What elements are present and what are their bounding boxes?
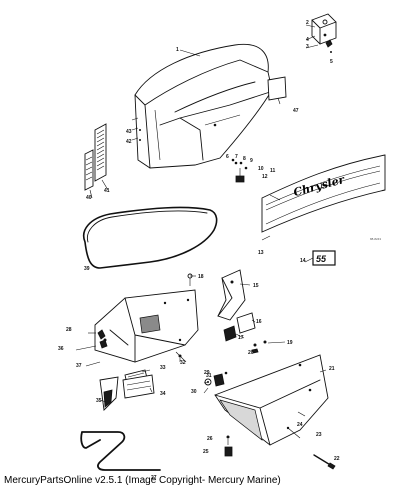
latch-bracket — [311, 13, 337, 53]
seal-17 — [223, 325, 237, 342]
callout-37: 37 — [76, 363, 82, 369]
chrysler-decal: Chrysler — [261, 154, 386, 233]
bolt-22 — [313, 454, 336, 470]
callout-23: 23 — [316, 432, 322, 438]
callout-32: 32 — [180, 360, 186, 366]
callout-35: 35 — [96, 398, 102, 404]
callout-26: 26 — [207, 436, 213, 442]
small-hardware-lower — [224, 426, 301, 457]
callout-11: 11 — [270, 168, 276, 174]
callout-18: 18 — [198, 274, 204, 280]
grille-parts — [84, 123, 107, 191]
callout-14: 14 — [300, 258, 306, 264]
callout-36: 36 — [58, 346, 64, 352]
top-cowl — [134, 43, 273, 169]
callout-15: 15 — [253, 283, 259, 289]
diagram-code: 88-8243 — [370, 237, 382, 241]
callout-5: 5 — [330, 59, 333, 65]
vent-parts — [99, 374, 155, 411]
callout-22: 22 — [334, 456, 340, 462]
footer-copyright: MercuryPartsOnline v2.5.1 (Image Copyrig… — [4, 475, 281, 486]
callout-20: 20 — [248, 350, 254, 356]
lower-pan-left — [94, 289, 199, 363]
cowl-seal — [83, 206, 218, 269]
callout-34: 34 — [160, 391, 166, 397]
callout-7: 7 — [235, 154, 238, 160]
callout-39: 39 — [84, 266, 90, 272]
callout-9: 9 — [250, 158, 253, 164]
callout-41: 41 — [104, 188, 110, 194]
callout-1: 1 — [176, 47, 179, 53]
callout-40: 40 — [86, 195, 92, 201]
callout-31: 31 — [206, 373, 212, 379]
screws-18-20 — [187, 273, 267, 354]
lower-pan-right — [214, 354, 329, 446]
callout-24: 24 — [297, 422, 303, 428]
callout-17: 17 — [238, 335, 244, 341]
callout-27: 27 — [151, 475, 157, 481]
callout-28: 28 — [66, 327, 72, 333]
leader-lines — [75, 24, 327, 417]
hp-badge: 55 — [312, 250, 336, 266]
callout-21: 21 — [329, 366, 335, 372]
plate-47 — [267, 76, 287, 101]
hp-badge-text: 55 — [316, 254, 327, 264]
bracket-15 — [217, 269, 246, 321]
callout-19: 19 — [287, 340, 293, 346]
callout-3: 3 — [306, 44, 309, 50]
callout-8: 8 — [243, 156, 246, 162]
callout-47: 47 — [293, 108, 299, 114]
callout-25: 25 — [203, 449, 209, 455]
callout-4: 4 — [306, 37, 309, 43]
callout-6: 6 — [226, 154, 229, 160]
callout-43: 43 — [126, 129, 132, 135]
callout-30: 30 — [191, 389, 197, 395]
callout-2: 2 — [306, 20, 309, 26]
callout-33: 33 — [160, 365, 166, 371]
callout-13: 13 — [258, 250, 264, 256]
seal-16 — [236, 312, 256, 334]
callout-16: 16 — [256, 319, 262, 325]
small-hardware-upper — [231, 158, 248, 183]
callout-29: 29 — [204, 370, 210, 376]
callout-10: 10 — [258, 166, 264, 172]
handle-27 — [80, 431, 161, 471]
callout-labels: 1 2 3 4 5 6 7 8 9 10 11 12 13 14 15 16 1… — [58, 20, 340, 481]
callout-12: 12 — [262, 174, 268, 180]
callout-42: 42 — [126, 139, 132, 145]
